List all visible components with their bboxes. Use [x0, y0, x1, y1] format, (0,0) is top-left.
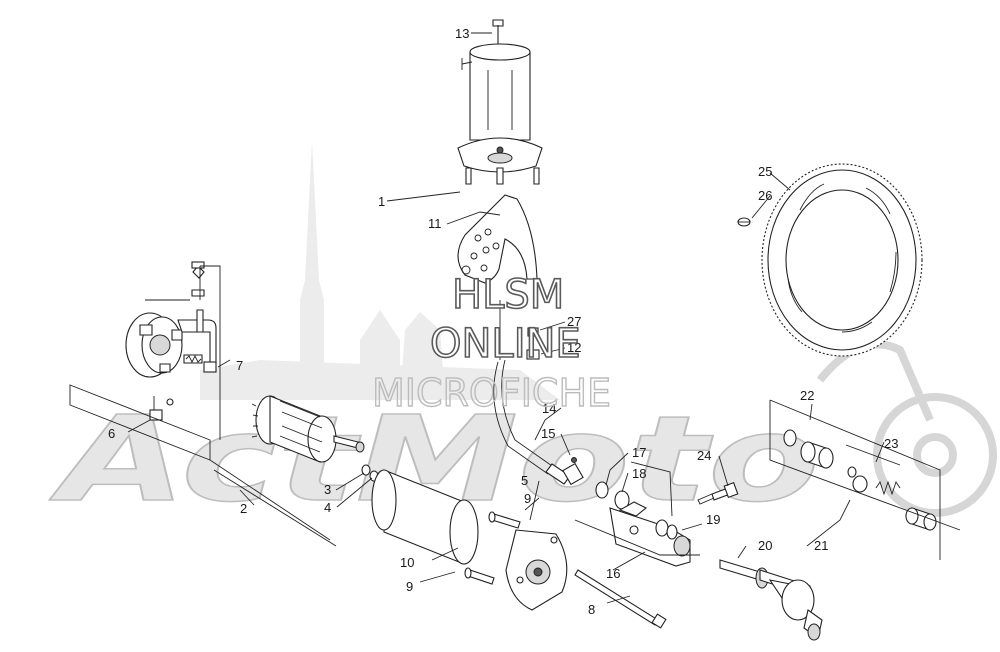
starter-bracket [457, 194, 538, 284]
bolt-24 [697, 481, 739, 505]
watermark-online: ONLINE [430, 321, 581, 367]
callout-26: 26 [758, 188, 772, 203]
pinion-shaft [719, 559, 811, 597]
callout-17: 17 [632, 445, 646, 460]
callout-19: 19 [706, 512, 720, 527]
callout-13: 13 [455, 26, 469, 41]
callout-11: 11 [428, 216, 442, 231]
through-bolt [574, 569, 667, 629]
starter-cable [493, 300, 571, 485]
screw-26 [737, 217, 751, 227]
callout-8: 8 [588, 602, 595, 617]
pinion-gear [783, 429, 834, 469]
callout-25: 25 [758, 164, 772, 179]
yoke-housing [371, 469, 479, 565]
callout-18: 18 [632, 466, 646, 481]
watermark-building [200, 140, 560, 400]
callout-9-upper: 9 [524, 491, 531, 506]
callout-16: 16 [606, 566, 620, 581]
callout-27: 27 [567, 314, 581, 329]
callout-15: 15 [541, 426, 555, 441]
armature [251, 395, 365, 463]
starter-motor-housing [457, 19, 543, 185]
o-rings-17-18 [595, 481, 630, 510]
watermark-hlsm: HLSM [452, 272, 564, 318]
nut-and-washer [526, 327, 540, 360]
callout-20: 20 [758, 538, 772, 553]
callout-23: 23 [884, 436, 898, 451]
callout-2: 2 [240, 501, 247, 516]
callout-22: 22 [800, 388, 814, 403]
leader-lines [69, 32, 961, 604]
callout-21: 21 [814, 538, 828, 553]
watermark-microfiche: MICROFICHE [372, 371, 611, 415]
drive-assembly [768, 579, 823, 641]
callout-3: 3 [324, 482, 331, 497]
solenoid-housing [609, 501, 691, 567]
watermark-text: HLSM ONLINE MICROFICHE [371, 271, 611, 416]
callout-6: 6 [108, 426, 115, 441]
callout-5: 5 [521, 473, 528, 488]
callout-9-lower: 9 [406, 579, 413, 594]
watermark-logo: ActMoto [49, 390, 820, 528]
end-cover-brushes [125, 261, 217, 421]
callout-4: 4 [324, 500, 331, 515]
callout-14: 14 [542, 401, 556, 416]
ring-gear [761, 163, 923, 357]
callout-1: 1 [378, 194, 385, 209]
callout-numbers: 13 1 11 27 12 14 15 17 18 19 24 16 20 21… [108, 26, 898, 617]
callout-7: 7 [236, 358, 243, 373]
drive-end-plate [505, 529, 568, 611]
callout-12: 12 [567, 340, 581, 355]
callout-24: 24 [697, 448, 711, 463]
plunger-spring [847, 466, 937, 531]
cable-terminal [562, 457, 584, 486]
callout-10: 10 [400, 555, 414, 570]
screws-9 [464, 511, 521, 585]
